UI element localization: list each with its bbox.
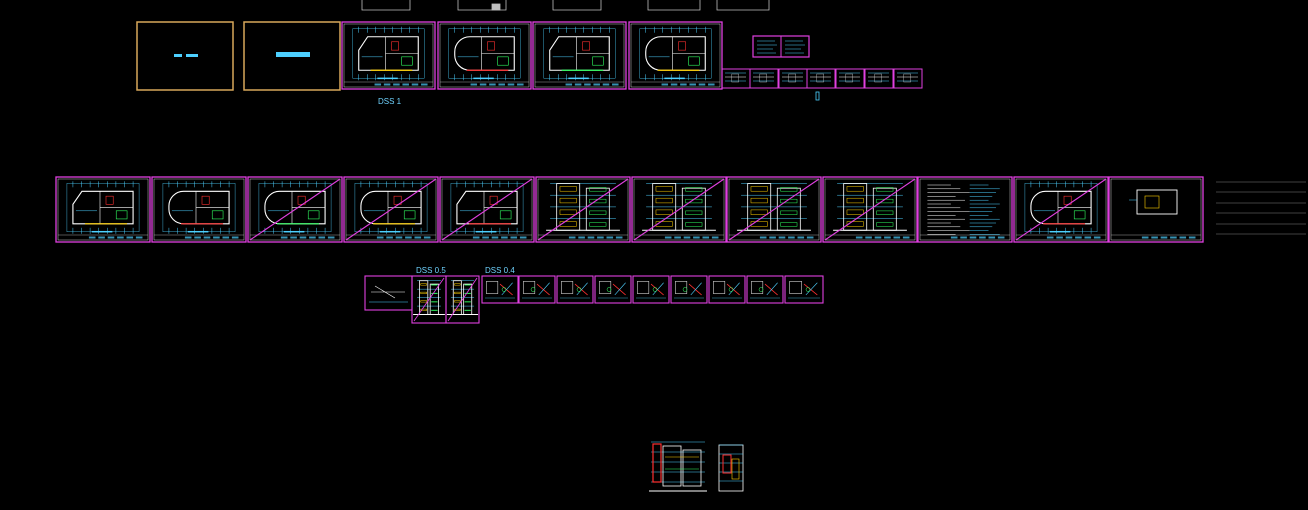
top-clipped-frames [361, 0, 770, 11]
bottom-elevation-drawings[interactable] [649, 441, 744, 492]
row3-detail-sheet-6[interactable] [556, 275, 594, 304]
right-annotation-lines [1216, 181, 1306, 235]
row2-sheet-3[interactable] [247, 176, 343, 243]
label-dss-05: DSS 0.5 [416, 266, 446, 275]
row2-sheet-2[interactable] [151, 176, 247, 243]
small-sheet-1[interactable] [721, 68, 751, 89]
small-sheet-7[interactable] [893, 68, 923, 89]
bottom-elevation-right[interactable] [718, 444, 744, 492]
row3-detail-sheets[interactable] [364, 275, 824, 324]
row3-detail-sheet-7[interactable] [594, 275, 632, 304]
small-sheet-5[interactable] [835, 68, 865, 89]
row3-detail-sheet-10[interactable] [708, 275, 746, 304]
row2-sheets[interactable] [55, 176, 1204, 243]
row2-sheet-12[interactable] [1108, 176, 1204, 243]
row2-sheet-5[interactable] [439, 176, 535, 243]
title-page-1[interactable] [136, 21, 234, 91]
row2-sheet-11[interactable] [1013, 176, 1109, 243]
small-sheet-6[interactable] [864, 68, 894, 89]
label-dss-1: DSS 1 [378, 97, 402, 106]
row2-sheet-1[interactable] [55, 176, 151, 243]
title-page-2[interactable] [243, 21, 341, 91]
row2-sheet-10[interactable] [917, 176, 1013, 243]
small-sheet-group-a[interactable] [752, 35, 810, 58]
small-sheet-2[interactable] [749, 68, 779, 89]
row3-detail-sheet-12[interactable] [784, 275, 824, 304]
row3-detail-sheet-5[interactable] [518, 275, 556, 304]
small-cursor-marker [815, 91, 820, 101]
small-sheet-4[interactable] [806, 68, 836, 89]
row1-plan-sheets[interactable] [341, 21, 723, 90]
row2-sheet-4[interactable] [343, 176, 439, 243]
row2-sheet-8[interactable] [726, 176, 822, 243]
row1-plan-sheet-3[interactable] [532, 21, 627, 90]
row3-detail-sheet-11[interactable] [746, 275, 784, 304]
row3-detail-sheet-9[interactable] [670, 275, 708, 304]
bottom-elevation-left[interactable] [649, 441, 707, 492]
small-sheet-group-b[interactable] [721, 68, 923, 89]
row1-plan-sheet-4[interactable] [628, 21, 723, 90]
row3-detail-sheet-4[interactable] [481, 275, 519, 304]
row2-sheet-7[interactable] [631, 176, 727, 243]
row3-detail-sheet-3[interactable] [445, 275, 480, 324]
row2-sheet-9[interactable] [822, 176, 918, 243]
row2-sheet-6[interactable] [535, 176, 631, 243]
row1-plan-sheet-2[interactable] [437, 21, 532, 90]
row1-plan-sheet-1[interactable] [341, 21, 436, 90]
label-dss-04: DSS 0.4 [485, 266, 515, 275]
row3-detail-sheet-8[interactable] [632, 275, 670, 304]
